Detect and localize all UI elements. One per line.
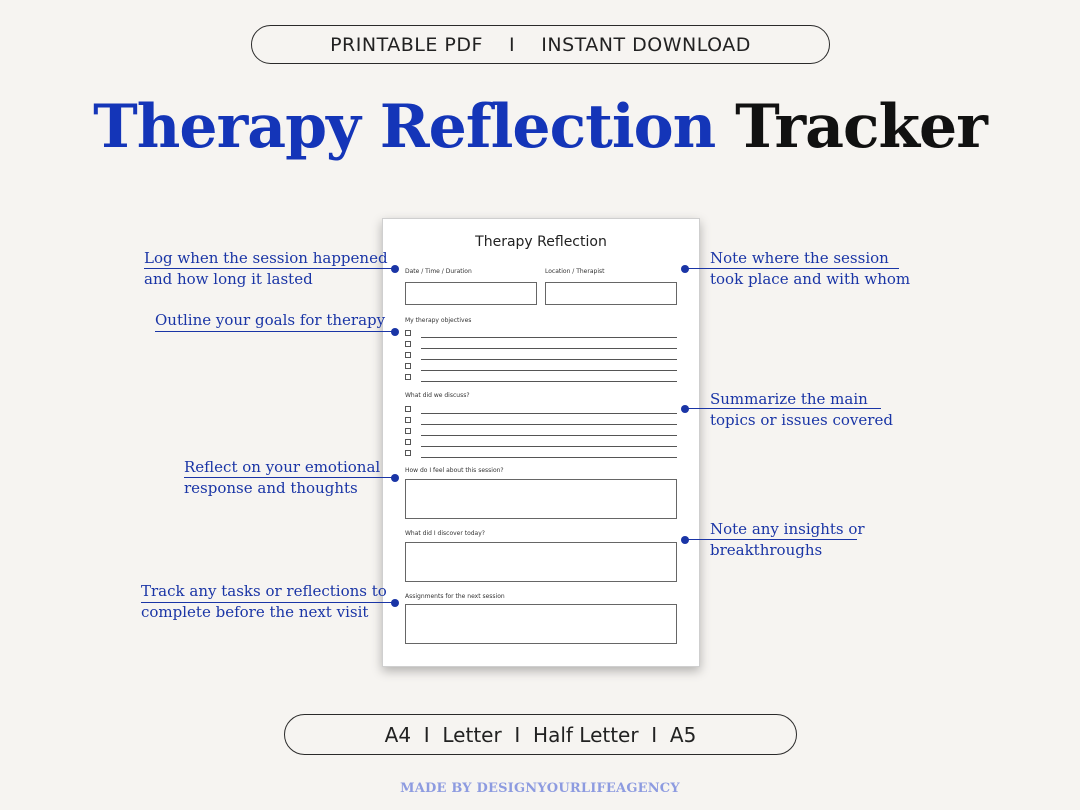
checkbox [405, 450, 411, 456]
page-title: Therapy Reflection Tracker [0, 92, 1080, 162]
title-blue-part: Therapy Reflection [93, 92, 716, 162]
annotation-line: Outline your goals for therapy [155, 311, 386, 329]
annotation-line: and how long it lasted [144, 270, 313, 288]
annotation-line: topics or issues covered [710, 411, 893, 429]
writing-line [421, 348, 677, 349]
feel-box [405, 479, 677, 519]
leader-line [184, 477, 396, 478]
footer-credit: MADE BY DESIGNYOURLIFEAGENCY [400, 781, 680, 796]
leader-line [685, 268, 899, 269]
annotation-summarize: Summarize the main topics or issues cove… [710, 389, 893, 431]
annotation-goals: Outline your goals for therapy [155, 310, 385, 331]
leader-line [685, 408, 881, 409]
annotation-log-session: Log when the session happened and how lo… [144, 248, 388, 290]
writing-line [421, 381, 677, 382]
annotation-line: Log when the session happened [144, 249, 388, 267]
writing-line [421, 337, 677, 338]
title-dark-part: Tracker [735, 92, 988, 162]
checkbox [405, 363, 411, 369]
annotation-line: Summarize the main [710, 390, 868, 408]
checkbox [405, 352, 411, 358]
writing-line [421, 446, 677, 447]
leader-dot [391, 599, 399, 607]
annotation-reflect: Reflect on your emotional response and t… [184, 457, 380, 499]
assignments-label: Assignments for the next session [405, 593, 505, 600]
date-time-duration-box [405, 282, 537, 305]
leader-dot [391, 328, 399, 336]
annotation-line: response and thoughts [184, 479, 358, 497]
annotation-line: took place and with whom [710, 270, 911, 288]
discover-label: What did I discover today? [405, 530, 485, 537]
assignments-box [405, 604, 677, 644]
leader-dot [391, 474, 399, 482]
leader-dot [681, 536, 689, 544]
writing-line [421, 359, 677, 360]
leader-dot [391, 265, 399, 273]
annotation-line: Reflect on your emotional [184, 458, 381, 476]
checkbox [405, 428, 411, 434]
checkbox [405, 406, 411, 412]
leader-line [685, 539, 857, 540]
leader-line [155, 331, 396, 332]
checkbox [405, 417, 411, 423]
objectives-label: My therapy objectives [405, 317, 472, 324]
discuss-label: What did we discuss? [405, 392, 470, 399]
checkbox [405, 374, 411, 380]
checkbox [405, 341, 411, 347]
annotation-insights: Note any insights or breakthroughs [710, 519, 865, 561]
format-banner: PRINTABLE PDF I INSTANT DOWNLOAD [251, 25, 830, 64]
feel-label: How do I feel about this session? [405, 467, 504, 474]
checkbox [405, 439, 411, 445]
checkbox [405, 330, 411, 336]
annotation-track: Track any tasks or reflections to comple… [141, 581, 387, 623]
writing-line [421, 424, 677, 425]
annotation-line: complete before the next visit [141, 603, 369, 621]
worksheet-title: Therapy Reflection [475, 234, 607, 250]
writing-line [421, 457, 677, 458]
leader-line [141, 602, 396, 603]
sizes-banner: A4 I Letter I Half Letter I A5 [284, 714, 797, 755]
annotation-line: Note any insights or [710, 520, 865, 538]
writing-line [421, 435, 677, 436]
leader-dot [681, 265, 689, 273]
annotation-line: Note where the session [710, 249, 889, 267]
worksheet-preview: Therapy Reflection Date / Time / Duratio… [382, 218, 700, 667]
leader-line [144, 268, 396, 269]
leader-dot [681, 405, 689, 413]
discover-box [405, 542, 677, 582]
writing-line [421, 413, 677, 414]
location-therapist-box [545, 282, 677, 305]
annotation-line: breakthroughs [710, 541, 823, 559]
location-therapist-label: Location / Therapist [545, 268, 605, 275]
writing-line [421, 370, 677, 371]
annotation-line: Track any tasks or reflections to [141, 582, 387, 600]
annotation-where: Note where the session took place and wi… [710, 248, 910, 290]
date-time-duration-label: Date / Time / Duration [405, 268, 472, 275]
